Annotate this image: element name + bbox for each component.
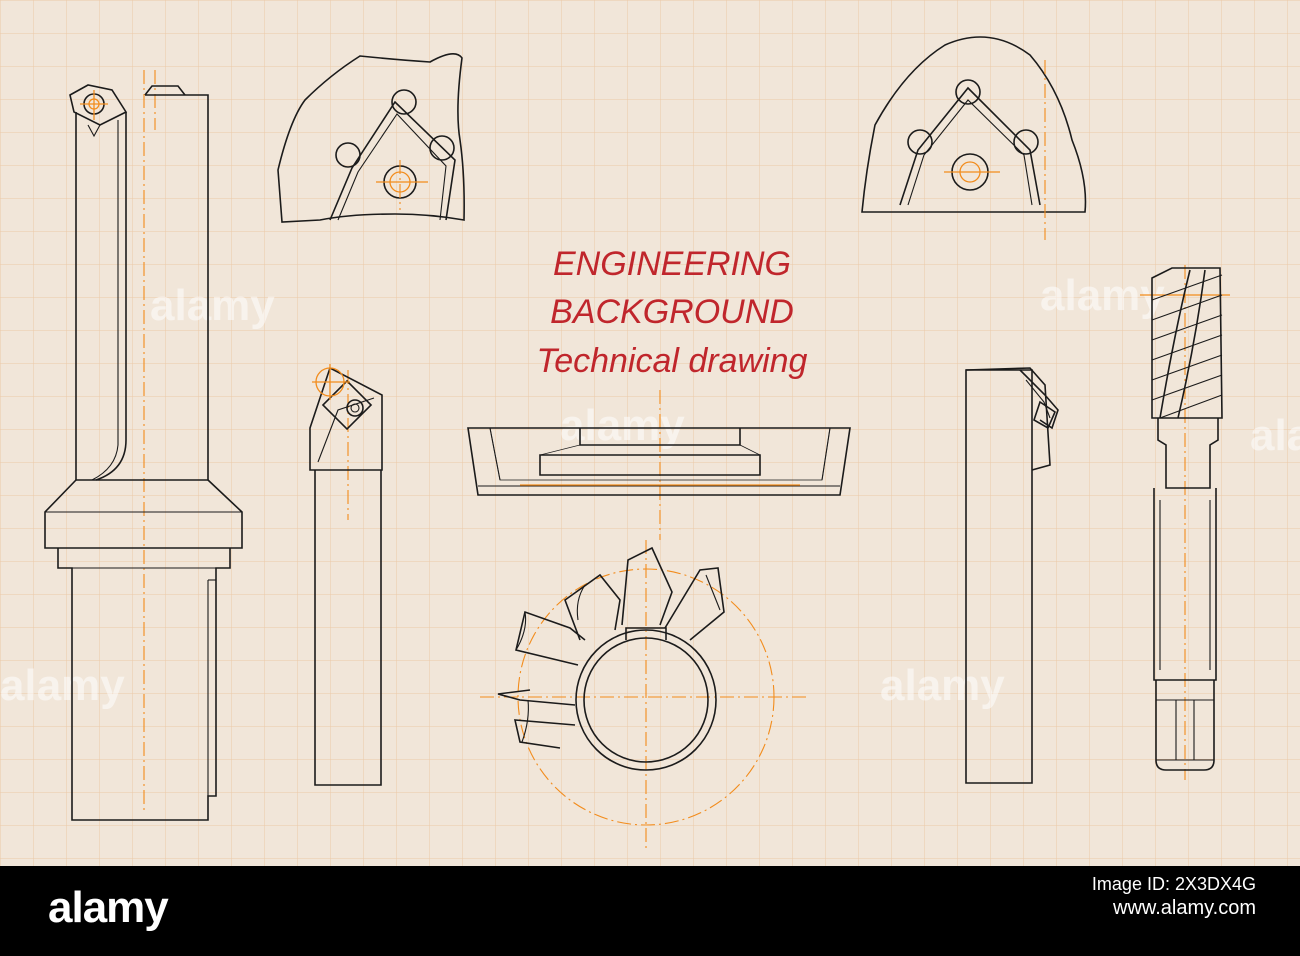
heading-line2: BACKGROUND [550,293,794,331]
turning-tool-left-drawing [309,364,383,786]
watermark-6: alamy [1250,411,1300,460]
milling-cutter-drawing [480,540,808,850]
heading: ENGINEERING BACKGROUND Technical drawing [537,245,808,380]
watermark-1: alamy [150,281,275,330]
insert-detail-right-drawing [861,36,1087,240]
turning-tool-right-drawing [965,367,1059,784]
heading-line3: Technical drawing [537,342,808,380]
watermark-4: alamy [0,661,125,710]
image-id: Image ID: 2X3DX4G [1091,874,1256,894]
footer-bar: alamy Image ID: 2X3DX4G www.alamy.com [0,866,1300,956]
drawing-canvas: alamy alamy alamy alamy alamy alamy ENGI… [0,0,1300,866]
bearing-ring-section-drawing [467,390,851,540]
watermark-group: alamy alamy alamy alamy alamy alamy [0,271,1300,710]
thread-tap-drawing [1140,265,1230,780]
watermark-5: alamy [880,661,1005,710]
heading-line1: ENGINEERING [553,245,791,283]
watermark-3: alamy [560,401,685,450]
insert-drill-drawing [44,70,243,821]
insert-detail-left-drawing [277,53,465,223]
site-url: www.alamy.com [1113,897,1256,919]
alamy-logo: alamy [48,883,169,932]
footer-meta: Image ID: 2X3DX4G www.alamy.com [1092,872,1256,920]
